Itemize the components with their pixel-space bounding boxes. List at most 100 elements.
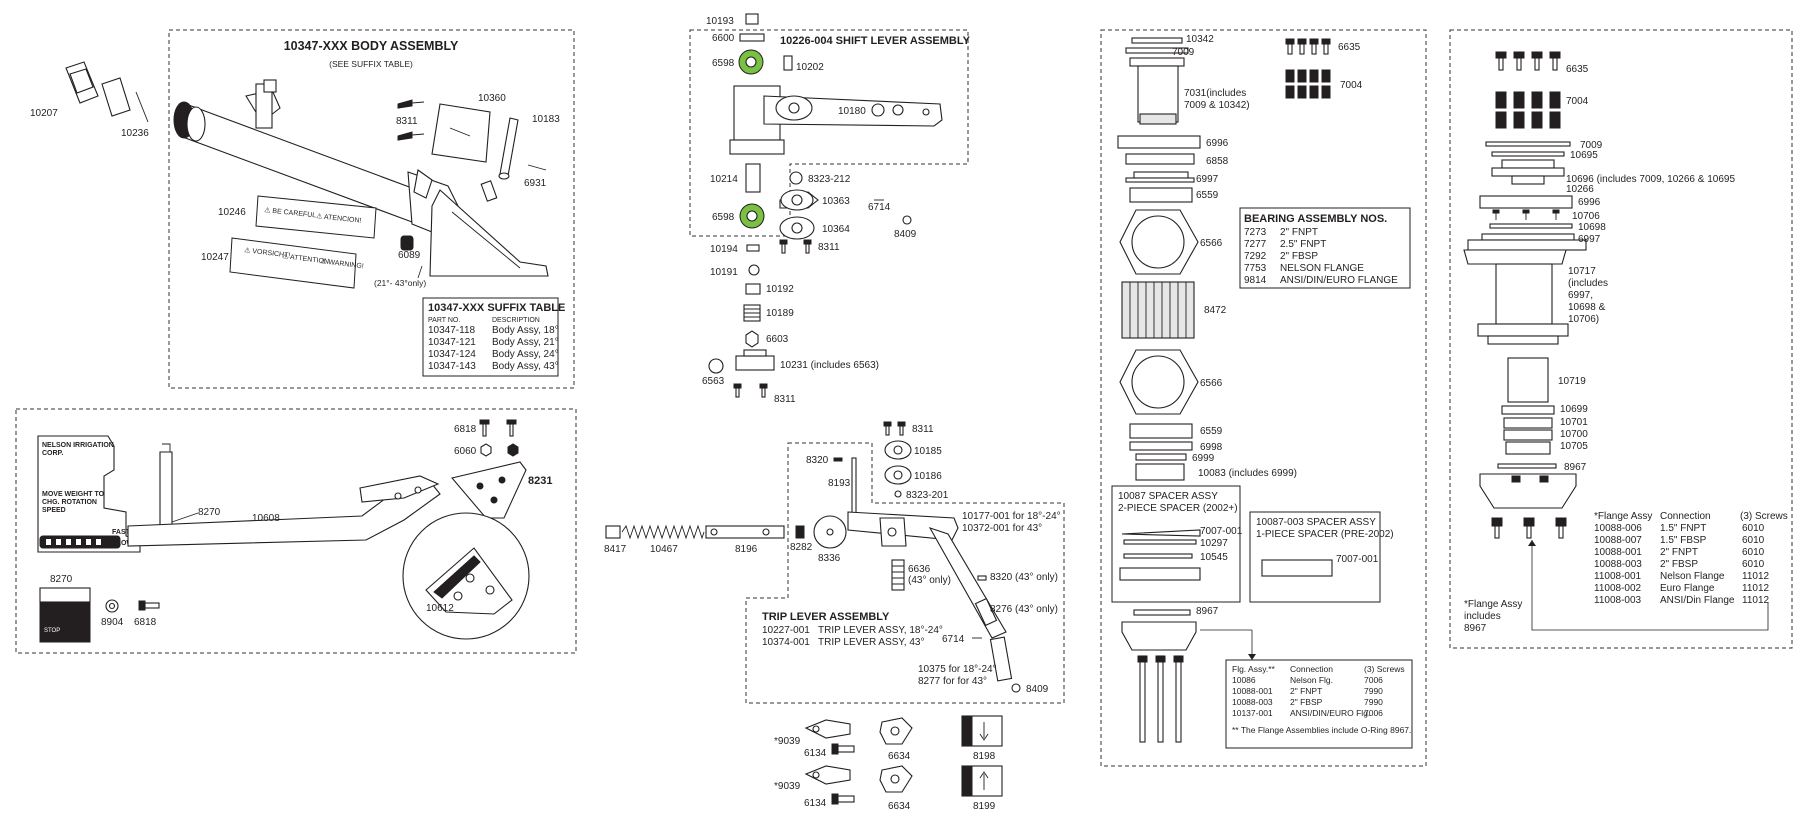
ring-7009 <box>1125 47 1189 54</box>
label-6600: 6600 <box>712 33 735 44</box>
oring-8323-212 <box>789 171 803 185</box>
label-10377: 8270 <box>198 507 221 518</box>
flange-assembly <box>1121 621 1197 743</box>
label-10180: 10180 <box>838 106 866 117</box>
suffix-desc: Body Assy, 18° <box>492 325 559 336</box>
ring-10700 <box>1503 429 1553 441</box>
label-6634-b: 6634 <box>888 801 911 812</box>
label-6818-bottom: 6818 <box>134 617 157 628</box>
label-10266: 10266 <box>1566 184 1594 195</box>
svg-text:CHG. ROTATION: CHG. ROTATION <box>42 499 97 506</box>
svg-text:11008-003: 11008-003 <box>1594 595 1642 606</box>
label-10696: 10696 (includes 7009, 10266 & 10695 <box>1566 174 1735 185</box>
svg-text:ANSI/Din Flange: ANSI/Din Flange <box>1660 595 1735 606</box>
svg-text:CORP.: CORP. <box>42 450 63 457</box>
svg-text:2" FBSP: 2" FBSP <box>1280 251 1318 262</box>
label-10297: 10297 <box>1200 538 1228 549</box>
label-8276: 8276 (43° only) <box>990 604 1058 615</box>
label-10177-001: 10177-001 for 18°-24° <box>962 511 1061 522</box>
label-8320-43: 8320 (43° only) <box>990 572 1058 583</box>
label-10719: 10719 <box>1558 376 1586 387</box>
ring-10698 <box>1489 223 1573 229</box>
label-10193: 10193 <box>706 16 734 27</box>
part-8417 <box>605 525 621 539</box>
flange-leader <box>1200 629 1253 656</box>
label-8311: 8311 <box>396 116 418 127</box>
screws-6635 <box>1285 38 1331 55</box>
bushing-part <box>101 77 131 117</box>
label-8231: 8231 <box>528 475 552 487</box>
svg-text:MOVE WEIGHT TO: MOVE WEIGHT TO <box>42 491 105 498</box>
weight-assembly-frame <box>15 408 577 654</box>
label-10183: 10183 <box>532 114 560 125</box>
trip-lever-desc: TRIP LEVER ASSY, 43° <box>818 637 924 648</box>
part-6600 <box>739 33 765 42</box>
label-6598-bottom: 6598 <box>712 212 735 223</box>
flange-note-line: includes <box>1464 611 1501 622</box>
label-6559-bottom: 6559 <box>1200 426 1223 437</box>
label-6566-top: 6566 <box>1200 238 1223 249</box>
plate-6997 <box>1125 171 1195 183</box>
label-6634-a: 6634 <box>888 751 911 762</box>
plate-6997-right <box>1467 233 1587 251</box>
label-8282: 8282 <box>790 542 813 553</box>
label-7031-note: 7009 & 10342) <box>1184 100 1250 111</box>
svg-text:7273: 7273 <box>1244 227 1267 238</box>
range-note: (21°- 43°only) <box>374 278 426 288</box>
label-8409-trip: 8409 <box>1026 684 1049 695</box>
ring-10699 <box>1501 405 1555 415</box>
sleeve-10719 <box>1507 357 1549 403</box>
flange-10363 <box>779 189 819 211</box>
svg-text:11012: 11012 <box>1742 595 1770 606</box>
coupling-part-10207 <box>65 61 99 104</box>
spacer-assembly-2-piece: 10087 SPACER ASSY 2-PIECE SPACER (2002+)… <box>1111 485 1243 603</box>
label-8417: 8417 <box>604 544 627 555</box>
suffix-table-title: 10347-XXX SUFFIX TABLE <box>428 302 565 314</box>
label-6598-top: 6598 <box>712 58 735 69</box>
cam-6634-a <box>879 717 913 745</box>
label-10695: 10695 <box>1570 150 1598 161</box>
body-tube <box>173 79 549 277</box>
label-8904: 8904 <box>101 617 124 628</box>
pin-6931 <box>527 164 547 171</box>
label-6636: 6636 <box>908 564 931 575</box>
svg-text:2-PIECE SPACER (2002+): 2-PIECE SPACER (2002+) <box>1118 503 1238 514</box>
label-10717-note: (includes <box>1568 278 1608 289</box>
label-6998: 6998 <box>1200 442 1223 453</box>
slow-label: SLOW <box>112 540 133 547</box>
washer-8409-trip <box>1011 683 1021 693</box>
svg-text:10137-001: 10137-001 <box>1232 708 1273 718</box>
bearing-6598-top <box>738 49 764 75</box>
label-6999: 6999 <box>1192 453 1215 464</box>
svg-text:2" FNPT: 2" FNPT <box>1290 686 1322 696</box>
label-10608: 10608 <box>252 513 280 524</box>
gasket-6566-top <box>1119 209 1199 275</box>
suffix-desc: Body Assy, 43° <box>492 361 559 372</box>
label-8409: 8409 <box>894 229 917 240</box>
label-10083: 10083 (includes 6999) <box>1198 468 1297 479</box>
flange-note-line: *Flange Assy <box>1464 599 1522 610</box>
svg-text:Nelson Flg.: Nelson Flg. <box>1290 675 1333 685</box>
spring-6636 <box>891 559 905 591</box>
oring-8967-right <box>1497 463 1557 469</box>
label-8196: 8196 <box>735 544 758 555</box>
svg-text:7006: 7006 <box>1364 708 1383 718</box>
trip-lever-title: TRIP LEVER ASSEMBLY <box>762 611 890 623</box>
svg-text:7753: 7753 <box>1244 263 1267 274</box>
right-section-frame <box>1449 29 1793 649</box>
stop-8199 <box>961 765 1003 797</box>
screw-8311-pair <box>397 99 425 141</box>
flange-assembly-right <box>1479 473 1577 539</box>
suffix-desc: Body Assy, 21° <box>492 337 559 348</box>
part-10192 <box>745 283 761 295</box>
nut-8282 <box>795 525 805 539</box>
oring-6563 <box>708 358 724 374</box>
cap-10696 <box>1491 159 1565 185</box>
svg-text:10086: 10086 <box>1232 675 1256 685</box>
svg-text:Nelson Flange: Nelson Flange <box>1660 571 1725 582</box>
suffix-table: 10347-XXX SUFFIX TABLE PART NO. DESCRIPT… <box>422 297 565 377</box>
washer-8904 <box>105 599 119 613</box>
svg-text:11012: 11012 <box>1742 571 1770 582</box>
ring-10705 <box>1505 441 1551 455</box>
